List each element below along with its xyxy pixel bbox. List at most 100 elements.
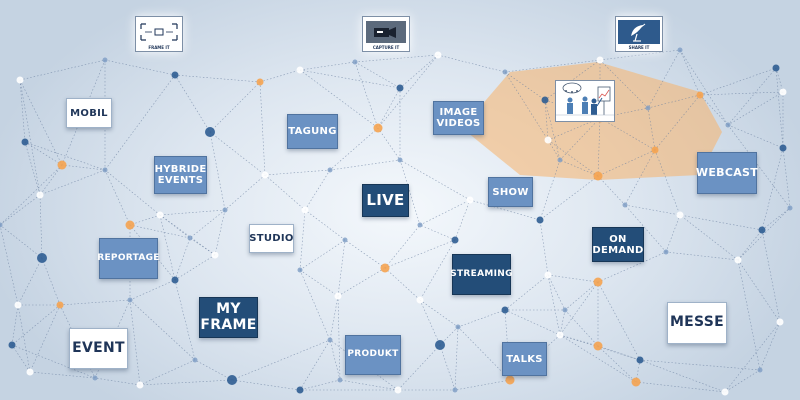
network-link [339, 379, 399, 391]
tile-webcast[interactable]: WEBCAST [696, 152, 758, 194]
network-link [104, 74, 176, 171]
network-node [261, 171, 269, 179]
network-link [159, 214, 176, 281]
network-node [772, 64, 780, 72]
network-link [174, 237, 191, 281]
network-link [329, 159, 401, 171]
tile-event[interactable]: EVENT [69, 328, 128, 369]
network-link [24, 141, 63, 166]
network-node [301, 206, 309, 214]
network-link [539, 219, 549, 276]
network-link [761, 207, 791, 231]
network-link [224, 174, 266, 211]
network-link [377, 54, 439, 129]
network-link [337, 267, 386, 297]
network-link [419, 299, 459, 328]
tile-messe[interactable]: MESSE [667, 302, 727, 344]
network-link [174, 74, 261, 83]
network-link [104, 169, 161, 216]
network-node [373, 123, 383, 133]
network-node [380, 263, 390, 273]
network-link [597, 175, 626, 206]
network-link [635, 381, 726, 393]
network-node [556, 331, 564, 339]
network-link [194, 359, 233, 381]
network-link [0, 164, 63, 226]
tile-mobil[interactable]: MOBIL [66, 98, 112, 128]
network-node [205, 127, 215, 137]
share-it-caption: SHARE IT [628, 45, 650, 50]
capture-it-caption: CAPTURE IT [372, 45, 400, 50]
network-link [597, 117, 601, 177]
network-link [41, 257, 61, 306]
network-link [761, 229, 781, 323]
network-node [505, 375, 515, 385]
network-link [299, 69, 379, 129]
network-link [559, 117, 601, 161]
tile-live[interactable]: LIVE [362, 184, 409, 217]
network-link [354, 61, 401, 89]
network-link [639, 359, 761, 371]
tile-hybride-events[interactable]: HYBRIDE EVENTS [154, 156, 207, 194]
network-link [129, 299, 141, 386]
network-node [337, 377, 343, 383]
network-link [299, 209, 306, 271]
network-node [156, 211, 164, 219]
network-link [0, 194, 41, 226]
network-link [39, 164, 63, 196]
network-link [17, 257, 43, 306]
network-node [779, 144, 787, 152]
network-node [562, 307, 568, 313]
network-link [737, 207, 791, 261]
network-link [39, 169, 106, 196]
network-link [104, 169, 131, 226]
network-link [654, 94, 701, 151]
tile-on-demand[interactable]: ON DEMAND [592, 227, 644, 262]
network-node [758, 226, 766, 234]
network-link [782, 147, 791, 209]
tile-tagung[interactable]: TAGUNG [287, 114, 338, 149]
network-link [299, 61, 356, 71]
network-link [539, 175, 599, 221]
tile-produkt[interactable]: PRODUKT [345, 335, 401, 375]
network-node [8, 341, 16, 349]
network-node [102, 57, 108, 63]
tile-show[interactable]: SHOW [488, 177, 533, 207]
network-node [136, 381, 144, 389]
network-node [501, 306, 509, 314]
network-link [139, 379, 233, 386]
network-link [775, 67, 784, 149]
network-link [547, 139, 561, 161]
network-node [466, 196, 474, 204]
tile-my-frame[interactable]: MY FRAME [199, 297, 258, 338]
network-link [61, 164, 106, 171]
network-link [139, 359, 196, 386]
network-link [559, 334, 637, 383]
network-link [699, 67, 777, 96]
tile-talks[interactable]: TALKS [502, 342, 547, 376]
network-link [129, 214, 161, 226]
network-link [231, 339, 331, 381]
network-link [624, 204, 681, 216]
network-link [104, 59, 176, 76]
network-link [727, 91, 784, 126]
tile-reportage[interactable]: REPORTAGE [97, 238, 159, 279]
network-link [454, 199, 471, 241]
network-link [17, 304, 31, 373]
network-node [721, 388, 729, 396]
network-link [559, 281, 599, 336]
network-link [564, 281, 599, 311]
network-link [384, 239, 456, 269]
network-link [419, 299, 441, 346]
tile-streaming[interactable]: STREAMING [450, 254, 512, 295]
tile-studio[interactable]: STUDIO [249, 224, 294, 253]
network-node [677, 47, 683, 53]
network-node [725, 122, 731, 128]
network-link [299, 269, 331, 341]
network-link [679, 214, 763, 231]
network-link [737, 229, 763, 261]
network-link [299, 239, 346, 271]
network-link [544, 59, 601, 101]
tile-image-videos[interactable]: IMAGE VIDEOS [433, 101, 484, 135]
network-link [724, 321, 781, 393]
